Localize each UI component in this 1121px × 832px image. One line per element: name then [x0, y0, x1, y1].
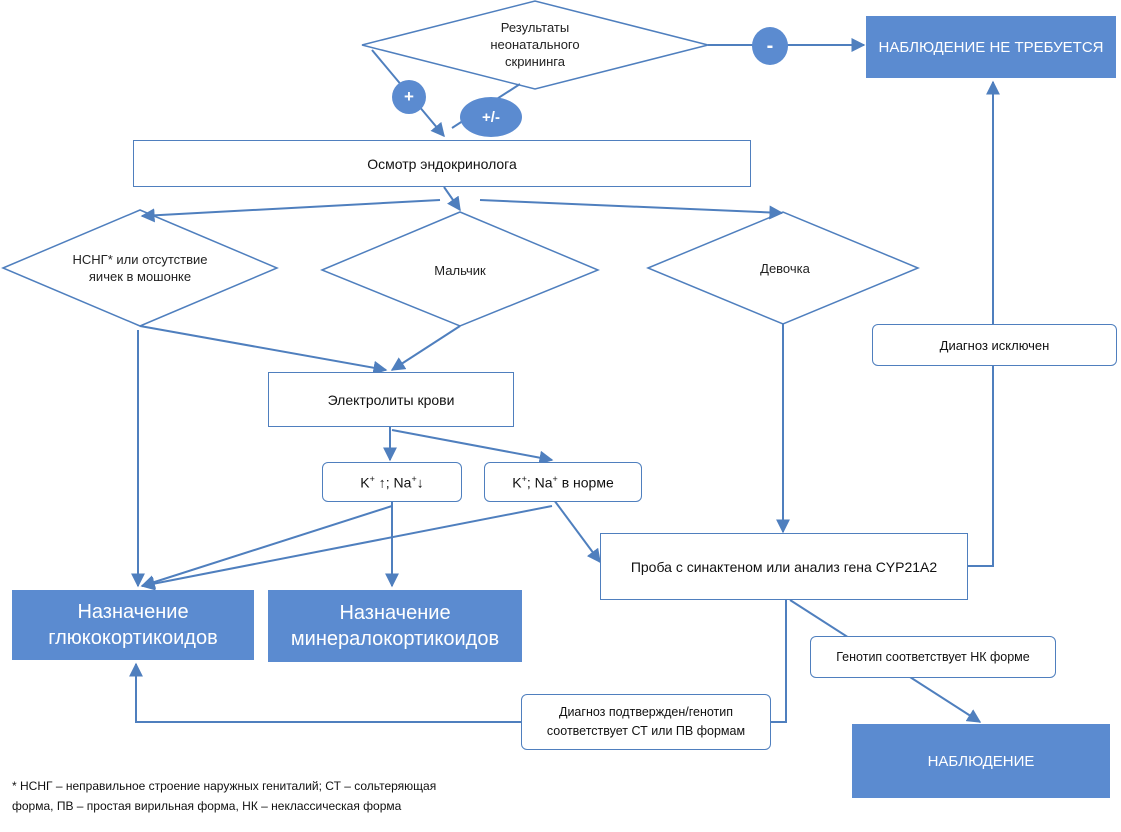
mineralo-label: Назначение минералокортикоидов: [290, 602, 500, 650]
nsng-diamond: [1, 209, 279, 327]
plus-badge-label: +: [404, 87, 414, 106]
plus-badge: +: [392, 80, 426, 114]
observation-label: НАБЛЮДЕНИЕ: [927, 752, 1035, 770]
k-norm-box: K+; Na+ в норме: [484, 462, 642, 502]
excluded-label-box: Диагноз исключен: [872, 324, 1117, 366]
boy-diamond: [320, 211, 600, 327]
plusminus-badge-label: +/-: [482, 108, 500, 126]
k-norm-label: K+; Na+ в норме: [512, 473, 614, 491]
confirmed-label: Диагноз подтвержден/генотип соответствуе…: [546, 705, 746, 738]
girl-diamond: [646, 211, 920, 325]
edge-electrolytes-knorm: [391, 429, 554, 465]
synacthen-box: Проба с синактеном или анализ гена CYP21…: [600, 533, 968, 600]
confirmed-label-box: Диагноз подтвержден/генотип соответствуе…: [521, 694, 771, 750]
edge-knorm-synacthen: [553, 499, 601, 564]
footnote: * НСНГ – неправильное строение наружных …: [12, 776, 532, 816]
k-up-box: K+ ↑; Na+↓: [322, 462, 462, 502]
minus-badge-label: -: [766, 34, 774, 57]
edge-knorm-gluco: [140, 505, 553, 591]
endocrinologist-label: Осмотр эндокринолога: [367, 155, 517, 172]
nk-genotype-label: Генотип соответствует НК форме: [836, 650, 1030, 664]
edge-kup-gluco: [140, 505, 393, 589]
boy-label: Мальчик: [434, 262, 486, 278]
gluco-label: Назначение глюкокортикоидов: [48, 601, 218, 649]
footnote-line-1: * НСНГ – неправильное строение наружных …: [12, 779, 437, 793]
girl-label: Девочка: [760, 260, 810, 276]
observation-box: НАБЛЮДЕНИЕ: [852, 724, 1110, 798]
edge-synacthen-no-observation: [968, 80, 1000, 567]
edge-boy-electrolytes: [390, 325, 461, 371]
electrolytes-label: Электролиты крови: [327, 391, 455, 408]
footnote-line-2: форма, ПВ – простая вирильная форма, НК …: [12, 799, 402, 813]
excluded-label: Диагноз исключен: [939, 337, 1050, 353]
minus-badge: -: [752, 27, 788, 65]
endocrinologist-box: Осмотр эндокринолога: [133, 140, 751, 187]
edge-nsng-electrolytes: [139, 325, 388, 375]
no-observation-label: НАБЛЮДЕНИЕ НЕ ТРЕБУЕТСЯ: [878, 38, 1104, 56]
electrolytes-box: Электролиты крови: [268, 372, 514, 427]
nsng-label: НСНГ* или отсутствие яичек в мошонке: [72, 252, 208, 284]
screening-label: Результаты неонатального скрининга: [490, 19, 580, 69]
edge-synacthen-gluco: [129, 600, 787, 723]
edge-endo-nsng: [140, 199, 441, 223]
gluco-box: Назначение глюкокортикоидов: [12, 590, 254, 660]
no-observation-box: НАБЛЮДЕНИЕ НЕ ТРЕБУЕТСЯ: [866, 16, 1116, 78]
mineralo-box: Назначение минералокортикоидов: [268, 590, 522, 662]
k-up-label: K+ ↑; Na+↓: [360, 473, 424, 491]
plusminus-badge: +/-: [460, 97, 522, 137]
edge-endo-girl: [479, 199, 784, 220]
synacthen-label: Проба с синактеном или анализ гена CYP21…: [630, 558, 938, 575]
edge-endo-boy: [443, 186, 461, 212]
nk-genotype-label-box: Генотип соответствует НК форме: [810, 636, 1056, 678]
